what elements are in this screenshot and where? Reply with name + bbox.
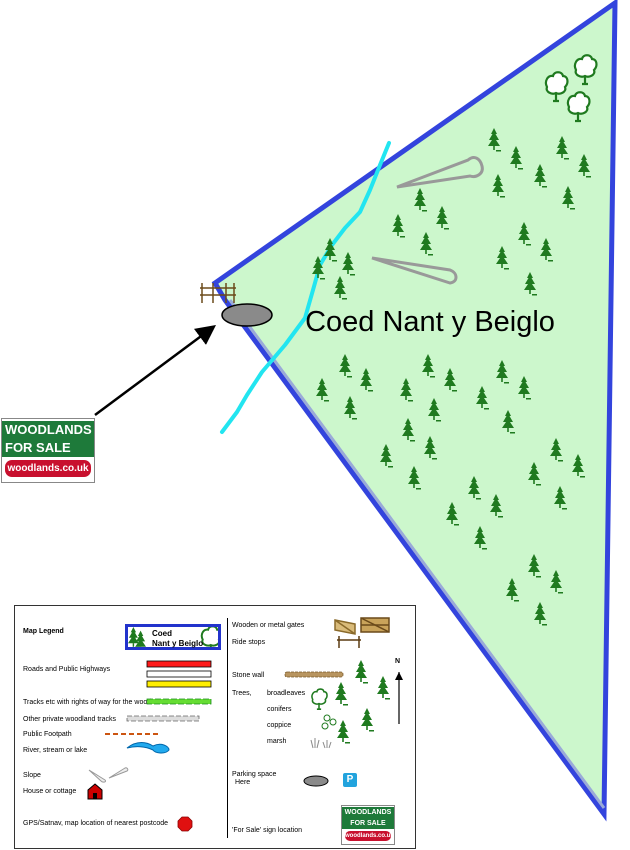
legend-trees-icon: [311, 660, 390, 744]
wood-name-label: Coed Nant y Beiglo: [305, 306, 555, 338]
ride-stop-south: [371, 256, 458, 285]
legend-private-tracks-label: Other private woodland tracks: [23, 716, 116, 723]
sign-line-1: WOODLANDS: [2, 421, 94, 439]
marsh-icon: [310, 738, 332, 749]
legend-for-sale-label: 'For Sale' sign location: [232, 827, 302, 834]
legend-conifers-label: conifers: [267, 706, 292, 713]
map-legend: Map Legend Coed Nant y Beiglo Roads and …: [14, 605, 416, 849]
sign-line-3: woodlands.co.uk: [5, 460, 91, 477]
sign-line-2: FOR SALE: [2, 439, 94, 457]
legend-broadleaves-label: broadleaves: [267, 690, 306, 697]
legend-gates-label: Wooden or metal gates: [232, 622, 305, 629]
legend-footpath-symbol: [105, 733, 159, 735]
legend-parking-label-2: Here: [235, 779, 251, 786]
north-arrow-icon: [395, 672, 403, 724]
legend-parking-label-1: Parking space: [232, 771, 277, 778]
legend-name-box: Coed Nant y Beiglo: [125, 624, 221, 650]
mini-sign-line-2: FOR SALE: [342, 818, 394, 829]
ride-stop-gate-icon: [337, 636, 361, 648]
parking-p-text: P: [346, 774, 354, 785]
legend-divider: [227, 618, 228, 838]
parking-space-symbol: [303, 775, 329, 787]
parking-p-icon: P: [343, 773, 357, 787]
legend-tracks-symbol: [146, 698, 212, 705]
legend-trees-label: Trees,: [232, 690, 252, 697]
legend-name-line1: Coed: [152, 629, 172, 638]
river: [220, 141, 391, 434]
legend-river-label: River, stream or lake: [23, 747, 88, 754]
legend-house-label: House or cottage: [23, 788, 77, 795]
legend-tracks-label: Tracks etc with rights of way for the wo…: [23, 699, 152, 706]
house-icon: [87, 783, 103, 800]
parking-space: [221, 303, 273, 327]
legend-for-sale-sign: WOODLANDS FOR SALE woodlands.co.uk: [341, 805, 395, 845]
legend-slope-symbol: [88, 767, 129, 783]
legend-slope-label: Slope: [23, 772, 41, 779]
legend-marsh-label: marsh: [267, 738, 287, 745]
wooden-gate-icon: [200, 283, 236, 303]
legend-private-tracks-symbol: [126, 715, 200, 722]
legend-river-symbol: [126, 742, 170, 754]
legend-roads-symbol: [146, 660, 212, 688]
legend-roads-label: Roads and Public Highways: [23, 666, 111, 673]
north-label: N: [395, 658, 401, 665]
legend-name-line2: Nant y Beiglo: [152, 639, 204, 648]
gates-icon: [334, 617, 390, 635]
legend-title: Map Legend: [23, 628, 64, 635]
mini-sign-line-3: woodlands.co.uk: [345, 831, 394, 841]
stone-wall-symbol: [284, 671, 344, 678]
boundary-inner-edge: [228, 299, 606, 809]
legend-footpath-label: Public Footpath: [23, 731, 72, 738]
legend-coppice-label: coppice: [267, 722, 292, 729]
ride-stop-north: [396, 156, 484, 189]
gps-marker-icon: [177, 816, 193, 832]
for-sale-sign: WOODLANDS FOR SALE woodlands.co.uk: [1, 418, 95, 483]
legend-ride-stops-label: Ride stops: [232, 639, 266, 646]
mini-sign-line-1: WOODLANDS: [342, 807, 394, 818]
legend-gps-label: GPS/Satnav, map location of nearest post…: [23, 820, 169, 827]
sign-arrow: [94, 325, 217, 417]
legend-stone-wall-label: Stone wall: [232, 672, 265, 679]
